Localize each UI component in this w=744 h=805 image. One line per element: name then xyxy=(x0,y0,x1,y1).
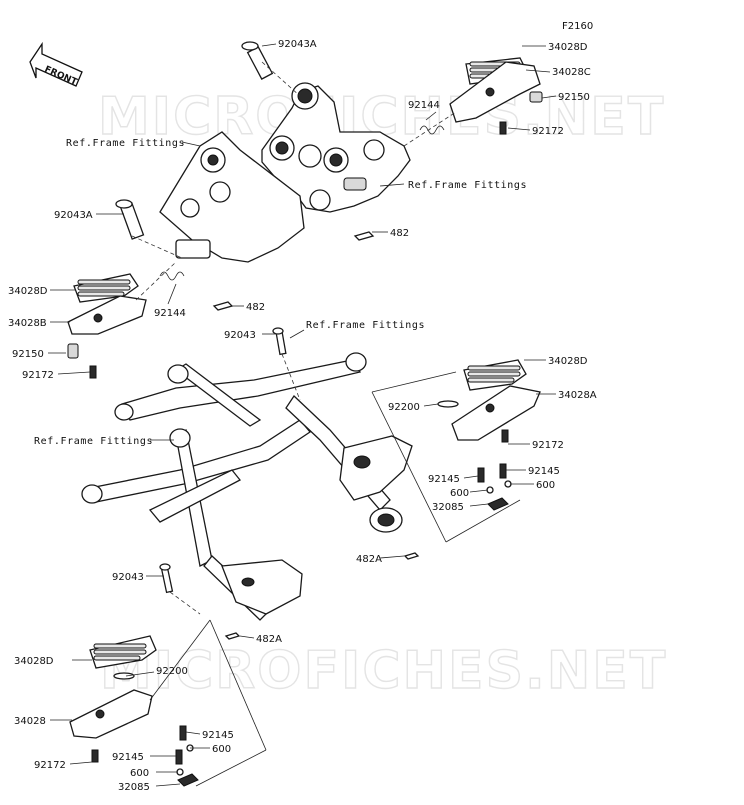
ref-frame-fittings-2: Ref.Frame Fittings xyxy=(408,180,527,191)
label-34028d-tr: 34028D xyxy=(548,42,588,53)
label-92144-tr: 92144 xyxy=(408,100,440,111)
front-arrow-icon: FRONT xyxy=(29,41,83,88)
label-92172-tr: 92172 xyxy=(532,126,564,137)
label-34028d-r: 34028D xyxy=(548,356,588,367)
pin-92043-mid xyxy=(272,327,287,356)
label-482a-low: 482A xyxy=(256,634,282,645)
label-32085-b: 32085 xyxy=(118,782,150,793)
label-34028: 34028 xyxy=(14,716,46,727)
ref-frame-fittings-1: Ref.Frame Fittings xyxy=(66,138,185,149)
label-34028d-b: 34028D xyxy=(14,656,54,667)
part-labels: 92043A 34028D 34028C 92144 92150 92172 4… xyxy=(8,39,597,793)
label-92145-b1: 92145 xyxy=(202,730,234,741)
label-34028c: 34028C xyxy=(552,67,591,78)
label-92172-l: 92172 xyxy=(22,370,54,381)
label-32085-r: 32085 xyxy=(432,502,464,513)
bolt-92043a-left xyxy=(115,199,145,240)
footpeg-bottom xyxy=(69,632,241,787)
label-482-l: 482 xyxy=(246,302,265,313)
label-34028a: 34028A xyxy=(558,390,597,401)
clip-482-l xyxy=(212,301,234,311)
alignment-lines xyxy=(131,61,521,787)
rear-step-bracket-left xyxy=(159,131,305,263)
footpeg-right xyxy=(403,359,541,560)
diagram-code: F2160 xyxy=(562,21,593,32)
ref-frame-fittings-4: Ref.Frame Fittings xyxy=(34,436,153,447)
ref-frame-fittings-3: Ref.Frame Fittings xyxy=(306,320,425,331)
label-92150-tr: 92150 xyxy=(558,92,590,103)
label-34028b: 34028B xyxy=(8,318,47,329)
rear-step-bracket-right xyxy=(261,82,411,213)
label-92043-mid: 92043 xyxy=(224,330,256,341)
label-92150-l: 92150 xyxy=(12,349,44,360)
spring-92144-l xyxy=(159,271,185,281)
label-92145-b2: 92145 xyxy=(112,752,144,763)
label-34028d-l: 34028D xyxy=(8,286,48,297)
label-92145-r1: 92145 xyxy=(428,474,460,485)
label-600-b2: 600 xyxy=(130,768,149,779)
label-92172-b: 92172 xyxy=(34,760,66,771)
label-92200-r: 92200 xyxy=(388,402,420,413)
spring-92144-tr xyxy=(419,125,445,135)
label-600-r1: 600 xyxy=(450,488,469,499)
label-482a-r: 482A xyxy=(356,554,382,565)
leader-lines xyxy=(48,43,557,787)
label-600-b1: 600 xyxy=(212,744,231,755)
watermark-bottom: MICROFICHES.NET xyxy=(100,641,667,701)
label-92043a-top: 92043A xyxy=(278,39,317,50)
label-92144-l: 92144 xyxy=(154,308,186,319)
label-92172-r: 92172 xyxy=(532,440,564,451)
label-92043-low: 92043 xyxy=(112,572,144,583)
footpeg-left xyxy=(67,273,147,379)
label-482-tr: 482 xyxy=(390,228,409,239)
pin-92043-low xyxy=(159,563,174,594)
main-frame xyxy=(81,352,413,621)
label-92200-b: 92200 xyxy=(156,666,188,677)
label-92145-r2: 92145 xyxy=(528,466,560,477)
label-600-r2: 600 xyxy=(536,480,555,491)
footpeg-top-right xyxy=(449,57,543,135)
clip-482-tr xyxy=(353,231,375,241)
label-92043a-left: 92043A xyxy=(54,210,93,221)
bolt-92043a-top xyxy=(241,41,274,80)
